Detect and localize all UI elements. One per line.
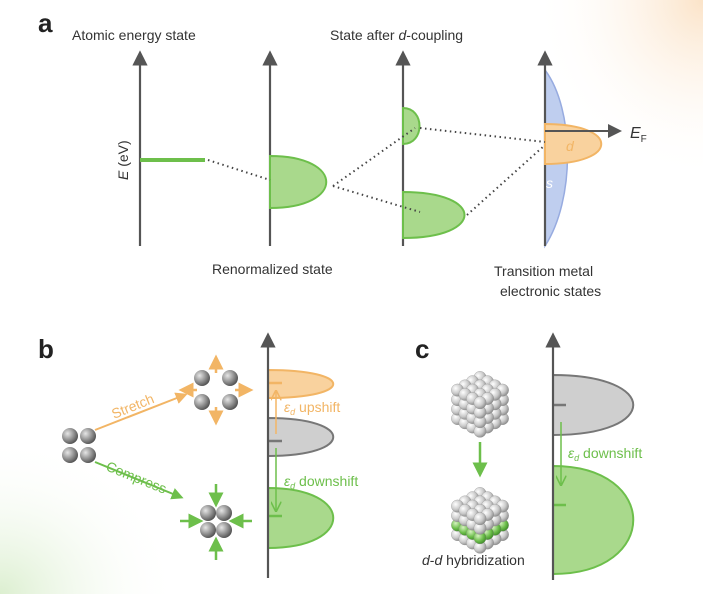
stretched-d-band [267, 368, 334, 400]
atom-cluster-compressed [180, 484, 252, 560]
eps-upshift-label: εd upshift [284, 399, 340, 417]
eps-downshift-label-c: εd downshift [568, 445, 642, 463]
pristine-d-band [552, 373, 634, 437]
atom-sphere [473, 396, 487, 410]
renormalized-state [269, 154, 328, 210]
d-band [544, 122, 603, 166]
nanocube-top [451, 371, 509, 438]
compress-arrow [94, 461, 184, 500]
title-atomic-energy-state: Atomic energy state [72, 27, 196, 43]
eps-downshift-label-b: εd downshift [284, 473, 358, 491]
dd-hybridization-label: d-d hybridization [422, 552, 525, 568]
title-state-after-d-coupling: State after d-coupling [330, 27, 463, 43]
panel-a-letter: a [38, 8, 53, 38]
hybridized-d-band [552, 464, 635, 576]
label-transition-metal: Transition metal [494, 263, 593, 279]
energy-axis-label: E (eV) [115, 140, 131, 180]
nanocube-bottom [451, 487, 509, 554]
s-band-label: s [546, 175, 553, 191]
antibonding-state [402, 106, 421, 146]
label-renormalized-state: Renormalized state [212, 261, 333, 277]
atom-sphere [473, 512, 487, 526]
dotted-connectors [207, 127, 546, 216]
fermi-level-label: EF [630, 125, 647, 145]
bg-green-tint [0, 330, 300, 594]
atom-cluster-stretched [178, 354, 254, 426]
panel-b-letter: b [38, 334, 54, 364]
reference-d-band [267, 416, 334, 458]
bonding-state [402, 190, 466, 240]
atom-cluster-neutral [62, 428, 96, 463]
compressed-d-band [267, 486, 335, 550]
d-band-label: d [566, 138, 575, 154]
stretch-arrow [94, 392, 188, 431]
label-electronic-states: electronic states [500, 283, 601, 299]
panel-c-letter: c [415, 334, 429, 364]
